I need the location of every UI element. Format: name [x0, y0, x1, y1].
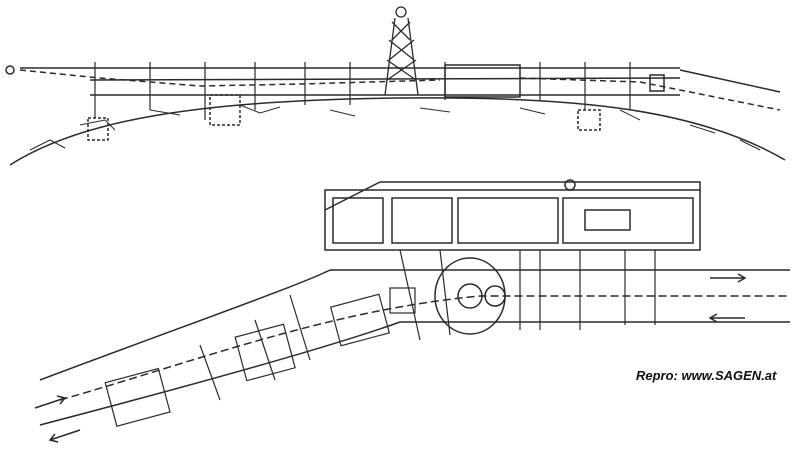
pier-left: [87, 117, 109, 141]
pier-right: [577, 109, 601, 131]
sleepers: [104, 249, 656, 427]
elevation-view: [5, 6, 786, 166]
track-diagonal-top: [39, 269, 331, 381]
arrow-lower-left: [48, 429, 81, 443]
repro-credit: Repro: www.SAGEN.at: [636, 368, 777, 383]
cable-left: [19, 69, 441, 87]
ground-profile: [9, 97, 786, 166]
weight: [649, 74, 665, 92]
tower: [384, 6, 419, 96]
arrow-right: [710, 273, 747, 283]
arrow-left: [708, 313, 745, 323]
cable-right: [519, 77, 781, 111]
track-diagonal-bottom: [39, 321, 401, 426]
posts: [94, 62, 631, 120]
ground-rocks: [29, 104, 761, 151]
end-pulley: [5, 65, 15, 75]
plan-view: [34, 179, 790, 443]
pier-2: [209, 94, 241, 126]
house-outer: [324, 189, 701, 251]
house-roof: [324, 181, 701, 211]
rail-bottom: [89, 77, 681, 81]
engine-house: [444, 64, 521, 98]
arrow-lower-right: [34, 395, 67, 409]
